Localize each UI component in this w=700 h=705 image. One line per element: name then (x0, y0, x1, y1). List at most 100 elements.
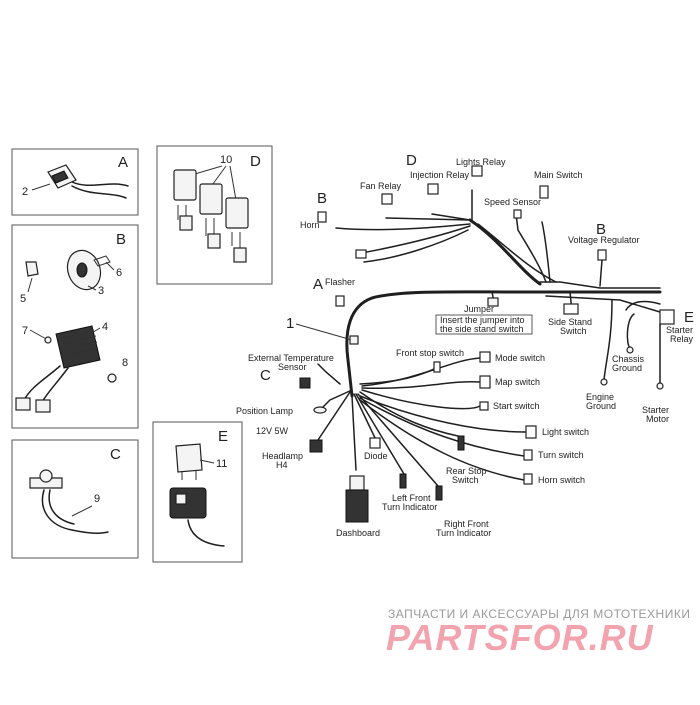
part-number-6: 4 (102, 321, 108, 333)
main-switch-connector (539, 185, 549, 199)
label-starter-motor-2: Motor (646, 414, 669, 424)
starter-motor-terminal (656, 382, 664, 390)
horn-connector (317, 211, 327, 223)
engine-ground-terminal (600, 378, 608, 386)
panel-e-letter: E (218, 428, 228, 445)
callouts: 1 A B B C D E (260, 152, 694, 384)
rear-stop-connector (457, 435, 465, 451)
washer-part (107, 373, 117, 383)
label-ext-temp-sensor-2: Sensor (278, 362, 307, 372)
panel-d-frame (156, 145, 273, 285)
label-chassis-ground-2: Ground (612, 363, 642, 373)
diode-part (369, 437, 381, 449)
injection-relay-connector (427, 183, 439, 195)
panel-c: C 9 (11, 439, 139, 559)
label-position-lamp-rating: 12V 5W (256, 426, 289, 436)
label-right-front-turn-1: Right Front (444, 519, 489, 529)
regulator-part (15, 325, 101, 413)
label-horn-switch: Horn switch (538, 475, 585, 485)
label-right-front-turn-2: Turn Indicator (436, 528, 491, 538)
map-switch-connector (479, 375, 491, 389)
nut-part (25, 261, 39, 277)
flasher-connector (335, 295, 345, 307)
label-side-stand-switch-2: Switch (560, 326, 587, 336)
label-engine-ground-1: Engine (586, 392, 614, 402)
lights-relay-connector (471, 165, 483, 177)
starter-relay-part (169, 443, 225, 547)
panel-b-letter: B (116, 231, 126, 248)
panel-c-frame (11, 439, 139, 559)
panel-c-letter: C (110, 446, 121, 463)
part-number-9: 9 (94, 493, 100, 505)
panel-b-frame (11, 224, 139, 429)
right-turn-connector (435, 485, 443, 501)
label-turn-switch: Turn switch (538, 450, 584, 460)
harness-leader-line (295, 323, 353, 341)
callout-letter-a: A (313, 276, 323, 293)
relay-part-2 (199, 183, 223, 249)
panel-a: A 2 (11, 148, 139, 216)
label-speed-sensor: Speed Sensor (484, 197, 541, 207)
panel-b: B 6 3 5 7 4 8 (11, 224, 139, 429)
labels: Lights Relay Injection Relay Fan Relay M… (236, 157, 694, 538)
left-turn-connector (399, 473, 407, 489)
panel-e: E 11 (152, 421, 243, 563)
watermark: ЗАПЧАСТИ И АКСЕССУАРЫ ДЛЯ МОТОТЕХНИКИ PA… (386, 607, 690, 658)
label-diode: Diode (364, 451, 388, 461)
temperature-sensor-part (29, 469, 109, 535)
headlamp-connector (309, 439, 323, 453)
fan-relay-connector (381, 193, 393, 205)
callout-harness-1: 1 (286, 315, 294, 332)
part-number-11: 11 (216, 458, 227, 470)
label-ext-temp-sensor-1: External Temperature (248, 353, 334, 363)
label-flasher: Flasher (325, 277, 355, 287)
start-switch-connector (479, 401, 489, 411)
part-number-4: 6 (116, 267, 122, 279)
panel-a-letter: A (118, 154, 128, 171)
label-left-front-turn-2: Turn Indicator (382, 502, 437, 512)
turn-switch-connector (523, 449, 533, 461)
label-rear-stop-switch-2: Switch (452, 475, 479, 485)
watermark-tagline: ЗАПЧАСТИ И АКСЕССУАРЫ ДЛЯ МОТОТЕХНИКИ (388, 607, 690, 621)
chassis-ground-terminal (626, 346, 634, 354)
label-chassis-ground-1: Chassis (612, 354, 645, 364)
panel-d: D 10 (156, 145, 273, 285)
part-number-5: 5 (20, 293, 26, 305)
label-start-switch: Start switch (493, 401, 540, 411)
label-voltage-regulator: Voltage Regulator (568, 235, 640, 245)
panel-a-frame (11, 148, 139, 216)
label-starter-relay-1: Starter (666, 325, 693, 335)
callout-letter-d: D (406, 152, 417, 169)
callout-letter-b-horn: B (317, 190, 327, 207)
horn-part (66, 249, 111, 291)
label-side-stand-switch-1: Side Stand (548, 317, 592, 327)
components (299, 165, 607, 523)
relay-part-3 (225, 197, 249, 263)
label-starter-motor-1: Starter (642, 405, 669, 415)
light-switch-connector (525, 425, 537, 439)
callout-letter-b-regulator: B (596, 221, 606, 238)
starter-relay-connector (659, 309, 675, 325)
label-engine-ground-2: Ground (586, 401, 616, 411)
label-horn: Horn (300, 220, 320, 230)
relay-part-1 (173, 169, 197, 231)
dashboard-connector (345, 475, 369, 523)
label-lights-relay: Lights Relay (456, 157, 506, 167)
label-position-lamp: Position Lamp (236, 406, 293, 416)
label-rear-stop-switch-1: Rear Stop (446, 466, 487, 476)
front-stop-connector (433, 361, 441, 373)
part-number-7: 7 (22, 325, 28, 337)
label-jumper-note-1: Insert the jumper into (440, 315, 525, 325)
label-headlamp-2: H4 (276, 460, 288, 470)
part-number-2: 2 (22, 186, 28, 198)
voltage-regulator-connector (597, 249, 607, 261)
jumper-connector (487, 297, 499, 307)
connector-small (355, 249, 367, 259)
label-jumper: Jumper (464, 304, 494, 314)
label-dashboard: Dashboard (336, 528, 380, 538)
harness-trunk (345, 290, 662, 398)
callout-letter-c: C (260, 367, 271, 384)
label-headlamp-1: Headlamp (262, 451, 303, 461)
